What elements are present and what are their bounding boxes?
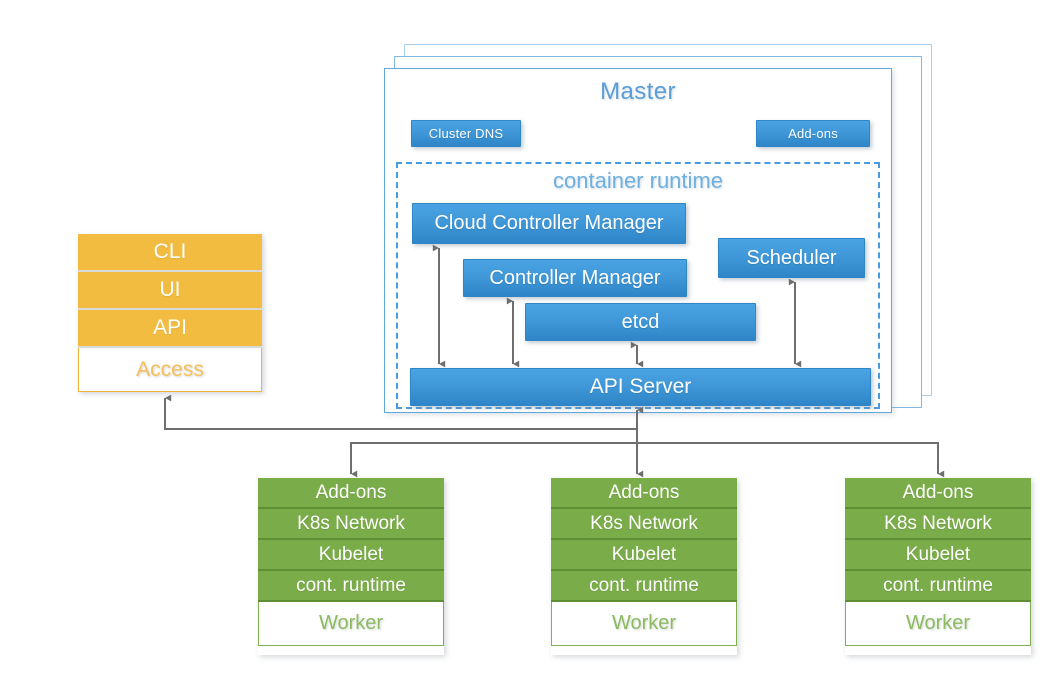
worker-3-row-add-ons[interactable]: Add-ons — [845, 478, 1031, 509]
worker-3-label: Worker — [845, 602, 1031, 646]
worker-2-row-k8s-network[interactable]: K8s Network — [551, 509, 737, 540]
access-row-cli[interactable]: CLI — [78, 234, 262, 272]
worker-2-row-kubelet[interactable]: Kubelet — [551, 540, 737, 571]
master-title: Master — [600, 78, 676, 105]
worker-1-row-kubelet[interactable]: Kubelet — [258, 540, 444, 571]
worker-1-row-add-ons[interactable]: Add-ons — [258, 478, 444, 509]
master-add-ons-box[interactable]: Add-ons — [756, 120, 870, 147]
wire-api-worker-1 — [350, 442, 637, 478]
access-stack: CLI UI API Access — [78, 234, 262, 392]
etcd-box[interactable]: etcd — [525, 303, 756, 341]
api-server-box[interactable]: API Server — [410, 368, 871, 406]
worker-node-2: Add-ons K8s Network Kubelet cont. runtim… — [551, 478, 737, 655]
worker-2-row-cont-runtime[interactable]: cont. runtime — [551, 571, 737, 602]
scheduler-box[interactable]: Scheduler — [718, 238, 865, 278]
worker-2-label: Worker — [551, 602, 737, 646]
worker-1-label: Worker — [258, 602, 444, 646]
worker-node-1: Add-ons K8s Network Kubelet cont. runtim… — [258, 478, 444, 655]
worker-node-3: Add-ons K8s Network Kubelet cont. runtim… — [845, 478, 1031, 655]
access-row-api[interactable]: API — [78, 310, 262, 348]
worker-3-row-kubelet[interactable]: Kubelet — [845, 540, 1031, 571]
worker-3-row-cont-runtime[interactable]: cont. runtime — [845, 571, 1031, 602]
container-runtime-title: container runtime — [553, 168, 723, 193]
worker-2-row-add-ons[interactable]: Add-ons — [551, 478, 737, 509]
wire-api-worker-3 — [637, 442, 945, 478]
worker-1-row-k8s-network[interactable]: K8s Network — [258, 509, 444, 540]
cluster-dns-box[interactable]: Cluster DNS — [411, 120, 521, 147]
controller-manager-box[interactable]: Controller Manager — [463, 259, 687, 297]
worker-3-row-k8s-network[interactable]: K8s Network — [845, 509, 1031, 540]
worker-1-row-cont-runtime[interactable]: cont. runtime — [258, 571, 444, 602]
cloud-controller-manager-box[interactable]: Cloud Controller Manager — [412, 203, 686, 244]
access-row-ui[interactable]: UI — [78, 272, 262, 310]
access-label: Access — [78, 348, 262, 392]
